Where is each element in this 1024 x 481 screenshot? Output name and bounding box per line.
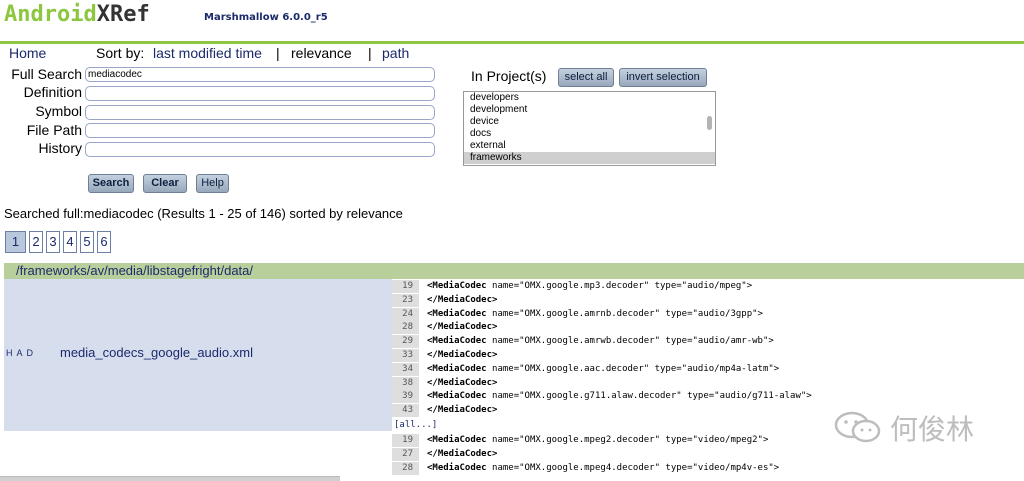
result-filename-link[interactable]: media_codecs_google_audio.xml [60, 345, 253, 360]
line-number-link[interactable]: 27 [392, 447, 419, 461]
line-number-link[interactable]: 39 [392, 390, 419, 404]
line-number-link[interactable]: 33 [392, 349, 419, 362]
line-number-link[interactable]: 38 [392, 376, 419, 390]
code-text[interactable]: </MediaCodec> [427, 405, 498, 416]
project-item-docs[interactable]: docs [470, 128, 492, 139]
code-text[interactable]: <MediaCodec name="OMX.google.mpeg4.decod… [427, 462, 780, 473]
code-text[interactable]: </MediaCodec> [427, 294, 498, 305]
directory-path-link[interactable]: /frameworks/av/media/libstagefright/data… [4, 263, 1024, 279]
sort-last-modified-link[interactable]: last modified time [153, 45, 262, 61]
code-text[interactable]: <MediaCodec name="OMX.google.mp3.decoder… [427, 281, 753, 291]
sort-path-link[interactable]: path [382, 45, 410, 61]
line-number-link[interactable]: 28 [392, 321, 419, 335]
project-item-developers[interactable]: developers [470, 92, 519, 103]
history-label: History [38, 140, 82, 156]
page-2[interactable]: 2 [29, 231, 43, 253]
line-number-link[interactable]: 43 [392, 404, 419, 418]
page-4[interactable]: 4 [63, 231, 77, 253]
full-search-input[interactable]: mediacodec [85, 67, 435, 82]
version-label: Marshmallow 6.0.0_r5 [204, 12, 328, 23]
in-projects-label: In Project(s) [471, 68, 547, 84]
had-links[interactable]: H A D [6, 348, 35, 358]
file-path-input[interactable] [85, 123, 435, 138]
project-item-device[interactable]: device [470, 116, 499, 127]
code-text[interactable]: <MediaCodec name="OMX.google.aac.decoder… [427, 363, 780, 374]
search-button[interactable]: Search [88, 174, 134, 193]
code-text[interactable]: <MediaCodec name="OMX.google.g711.alaw.d… [427, 391, 812, 402]
home-link[interactable]: Home [9, 45, 47, 61]
project-item-external[interactable]: external [470, 140, 506, 151]
wechat-icon [834, 411, 881, 443]
androidxref-logo[interactable]: AndroidXRef [4, 1, 150, 29]
definition-input[interactable] [85, 86, 435, 101]
line-number-link[interactable]: 19 [392, 280, 419, 293]
code-text[interactable]: <MediaCodec name="OMX.google.mpeg2.decod… [427, 435, 769, 445]
page-1[interactable]: 1 [5, 231, 26, 253]
symbol-input[interactable] [85, 105, 435, 120]
nav-separator: | [276, 45, 280, 61]
symbol-label: Symbol [35, 103, 82, 119]
line-number-link[interactable]: 34 [392, 362, 419, 376]
watermark: 何俊林 [832, 408, 1002, 448]
line-number-link[interactable]: 28 [392, 461, 419, 475]
page-6[interactable]: 6 [97, 231, 111, 253]
logo-android-text: Android [4, 2, 97, 27]
line-number-link[interactable]: 24 [392, 307, 419, 321]
code-text[interactable]: <MediaCodec name="OMX.google.amrnb.decod… [427, 308, 763, 319]
clear-button[interactable]: Clear [143, 174, 187, 193]
line-number-link[interactable]: 23 [392, 293, 419, 307]
code-text[interactable]: </MediaCodec> [427, 322, 498, 333]
history-input[interactable] [85, 142, 435, 157]
page-3[interactable]: 3 [46, 231, 60, 253]
logo-xref-text: XRef [96, 2, 150, 27]
select-all-button[interactable]: select all [558, 68, 614, 87]
header: AndroidXRef Marshmallow 6.0.0_r5 [0, 0, 1024, 44]
sort-relevance-text: relevance [291, 45, 352, 61]
page-5[interactable]: 5 [80, 231, 94, 253]
project-item-frameworks[interactable]: frameworks [464, 152, 715, 164]
result-row: H A D media_codecs_google_audio.xml [4, 279, 392, 431]
project-item-development[interactable]: development [470, 104, 528, 115]
invert-selection-button[interactable]: invert selection [619, 68, 707, 87]
full-search-label: Full Search [11, 66, 82, 82]
sort-by-label: Sort by: [96, 45, 145, 61]
line-number-link[interactable]: 29 [392, 335, 419, 349]
code-text[interactable]: </MediaCodec> [427, 377, 498, 388]
project-list[interactable]: developers development device docs exter… [463, 91, 716, 166]
code-text[interactable]: </MediaCodec> [427, 350, 498, 360]
code-text[interactable]: </MediaCodec> [427, 448, 498, 459]
nav-separator: | [368, 45, 372, 61]
results-summary: Searched full:mediacodec (Results 1 - 25… [4, 206, 403, 221]
show-all-link[interactable]: [all...] [394, 420, 438, 430]
file-path-label: File Path [26, 122, 82, 138]
help-button[interactable]: Help [196, 174, 229, 193]
watermark-text: 何俊林 [890, 413, 975, 446]
definition-label: Definition [23, 84, 82, 100]
line-number-link[interactable]: 19 [392, 434, 419, 447]
horizontal-scrollbar[interactable] [0, 476, 340, 481]
project-list-scrollbar[interactable] [707, 116, 712, 130]
code-text[interactable]: <MediaCodec name="OMX.google.amrwb.decod… [427, 336, 774, 347]
